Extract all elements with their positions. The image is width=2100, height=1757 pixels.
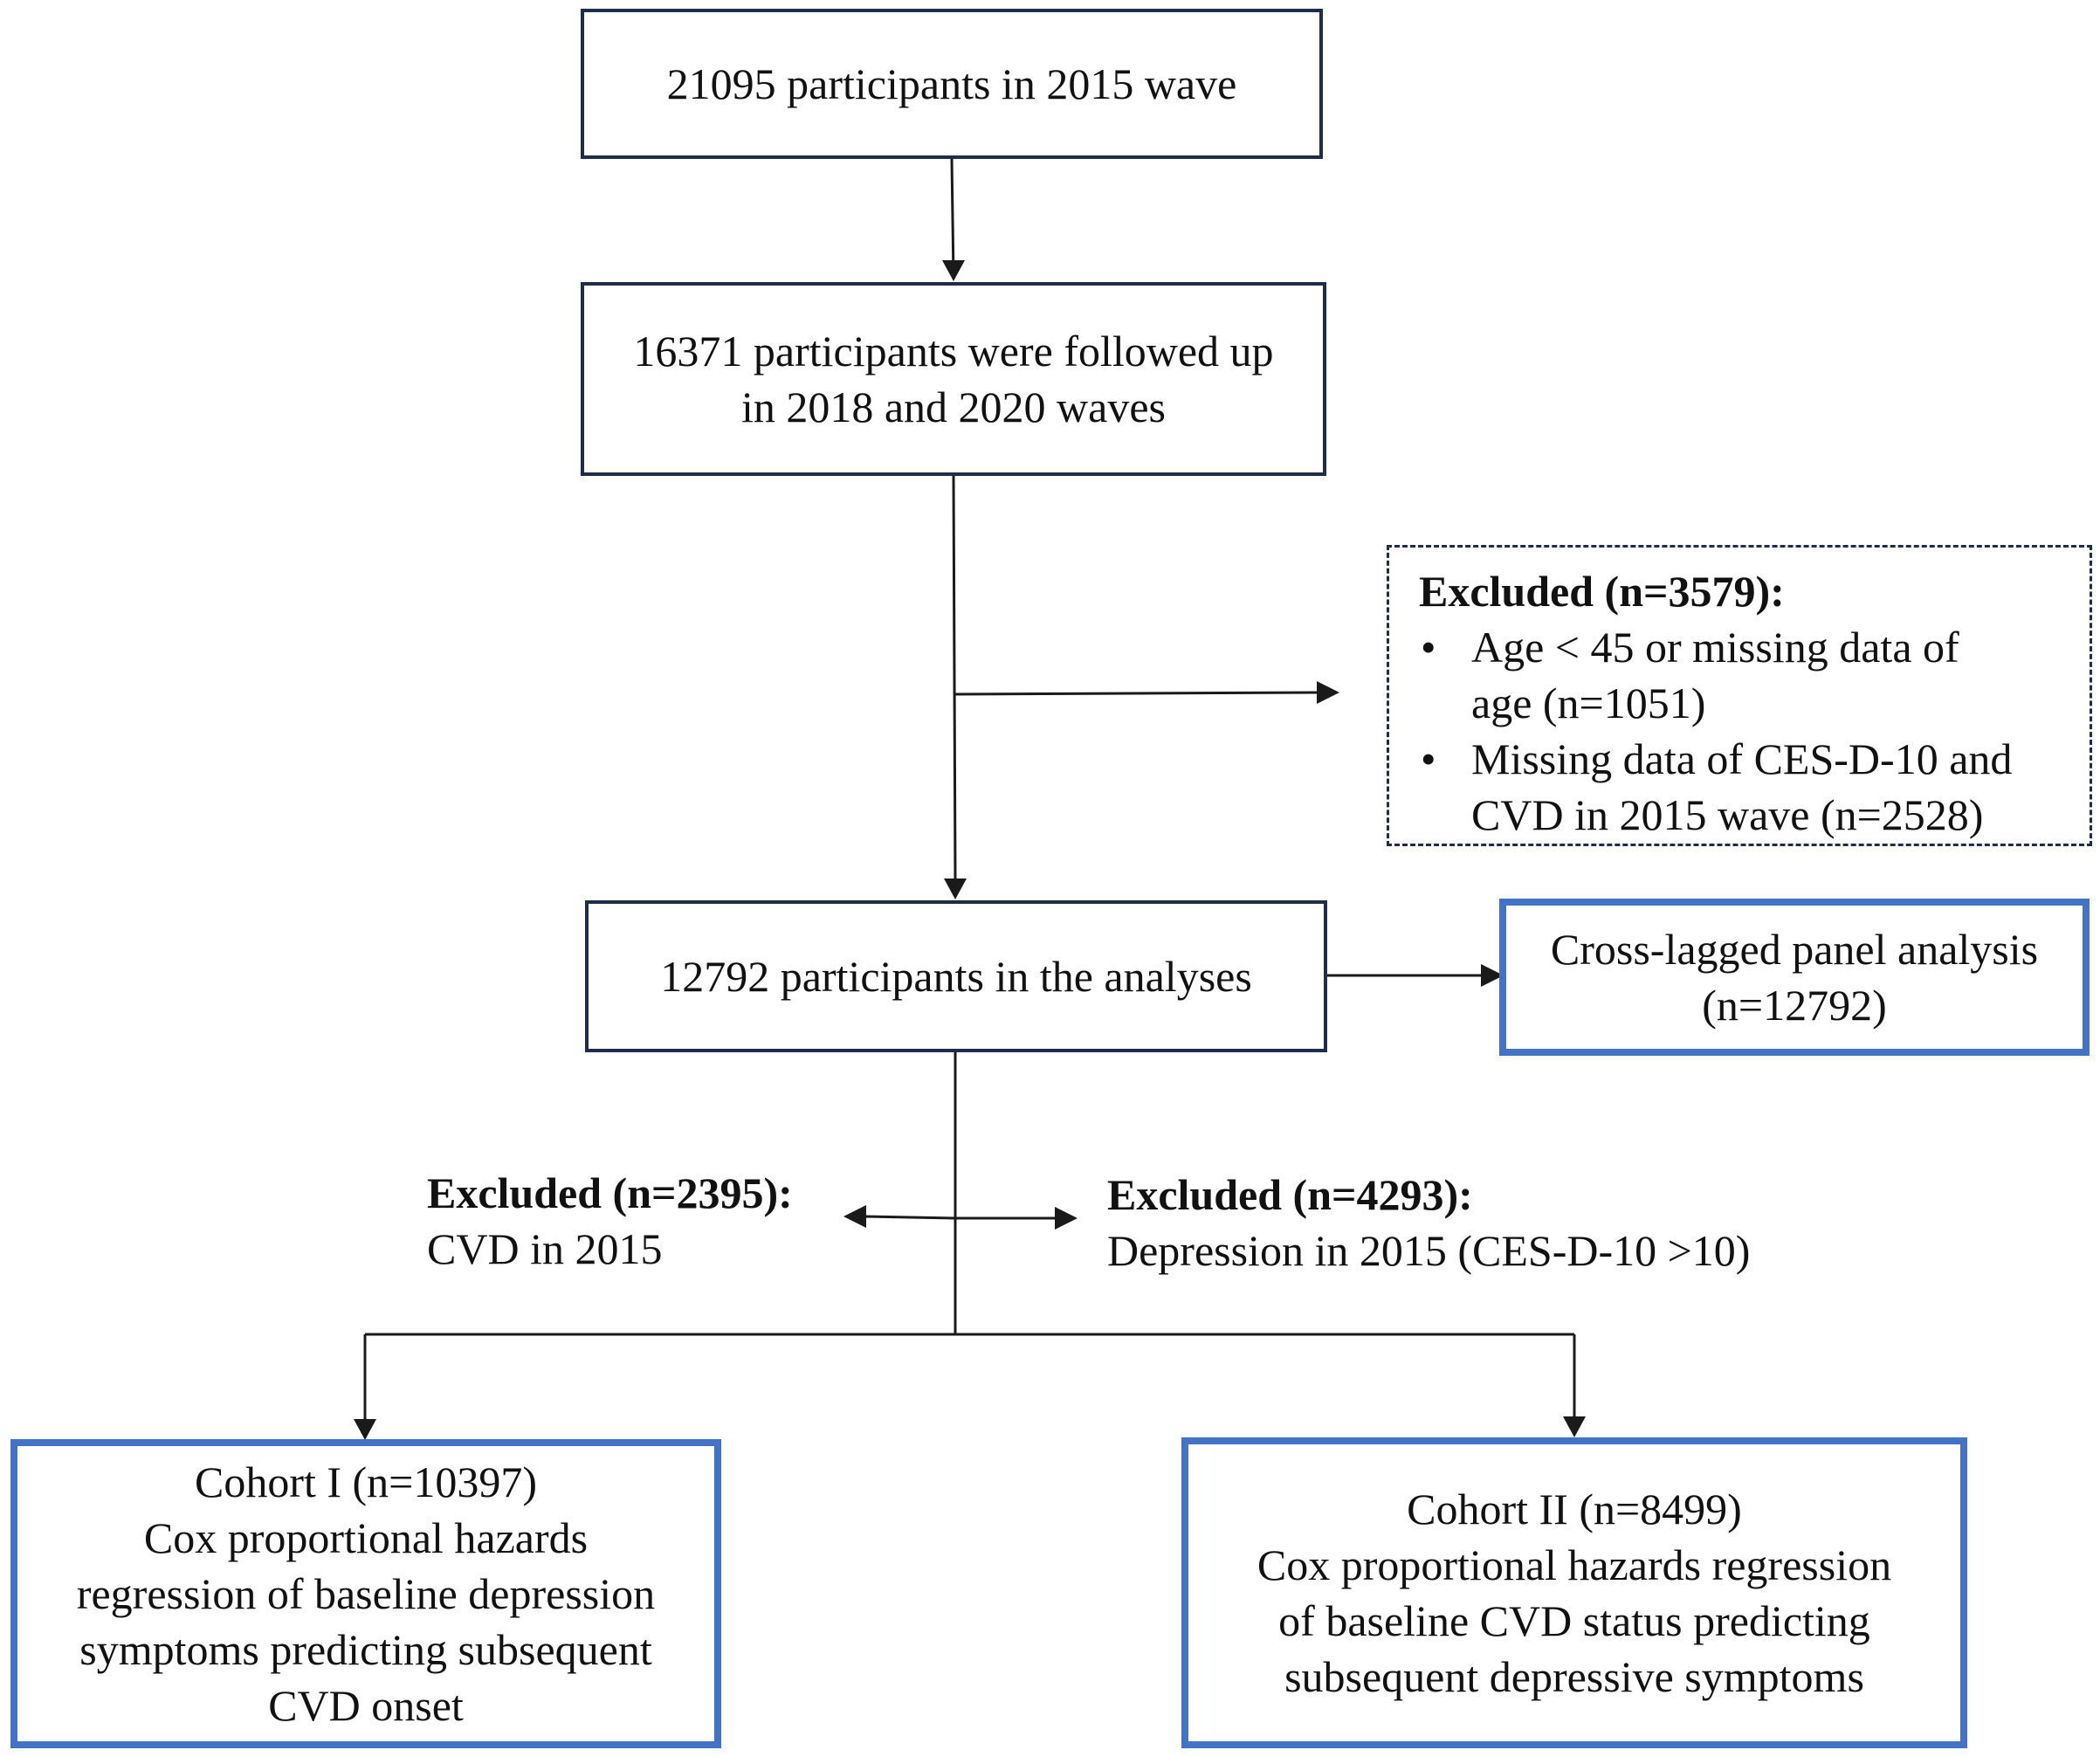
arrow-initial-to-followed [950, 158, 955, 279]
arrowhead-to-cohort2 [1563, 1416, 1586, 1437]
arrowhead-to-excluded-depression [1055, 1207, 1078, 1230]
excluded-first-bullet-2-line1: Missing data of CES-D-10 and [1471, 734, 2013, 783]
cohort2-line2: Cox proportional hazards regression [1257, 1540, 1892, 1589]
arrowhead-to-excluded-cvd [843, 1205, 866, 1228]
excluded-depression-label: Excluded (n=4293): Depression in 2015 (C… [1107, 1167, 1750, 1278]
excluded-first-bullet-2-line2: CVD in 2015 wave (n=2528) [1471, 790, 1984, 839]
excluded-first-bullet-1-line2: age (n=1051) [1471, 679, 1706, 727]
excluded-first-bullet-1: • Age < 45 or missing data of age (n=105… [1419, 619, 1959, 731]
cohort1-line4: symptoms predicting subsequent [79, 1625, 652, 1674]
cohort1-line2: Cox proportional hazards [143, 1513, 589, 1562]
arrow-to-excluded-first [953, 691, 1319, 696]
cohort2-box: Cohort II (n=8499) Cox proportional haza… [1181, 1437, 1967, 1748]
followed-up-line1: 16371 participants were followed up [633, 327, 1274, 376]
analyses-text: 12792 participants in the analyses [660, 952, 1252, 1001]
cross-lagged-line2: (n=12792) [1702, 981, 1887, 1030]
excluded-depression-heading: Excluded (n=4293): [1107, 1170, 1473, 1219]
arrowhead-to-cohort1 [354, 1419, 376, 1440]
arrowhead-initial-to-followed [942, 260, 965, 281]
bullet-dot: • [1421, 734, 1436, 783]
excluded-depression-text: Depression in 2015 (CES-D-10 >10) [1107, 1226, 1751, 1275]
arrowhead-to-cross-lagged [1481, 964, 1504, 987]
cohort1-line1: Cohort I (n=10397) [194, 1457, 538, 1506]
arrow-followed-to-analyses [952, 475, 957, 881]
arrowhead-to-excluded-first [1317, 681, 1339, 704]
excluded-first-bullet-2: • Missing data of CES-D-10 and CVD in 20… [1419, 731, 2012, 843]
cohort2-line1: Cohort II (n=8499) [1407, 1485, 1742, 1533]
excluded-first-bullet-1-line1: Age < 45 or missing data of [1471, 623, 1959, 672]
cross-lagged-line1: Cross-lagged panel analysis [1550, 925, 2039, 974]
initial-participants-text: 21095 participants in 2015 wave [666, 59, 1237, 108]
cohort1-box: Cohort I (n=10397) Cox proportional haza… [10, 1439, 721, 1748]
followed-up-line2: in 2018 and 2020 waves [740, 382, 1167, 431]
arrow-to-excluded-cvd [864, 1215, 956, 1220]
followed-up-box: 16371 participants were followed up in 2… [581, 282, 1326, 476]
cohort1-line5: CVD onset [268, 1681, 464, 1730]
initial-participants-box: 21095 participants in 2015 wave [581, 9, 1323, 159]
analyses-box: 12792 participants in the analyses [585, 900, 1327, 1052]
cross-lagged-box: Cross-lagged panel analysis (n=12792) [1499, 899, 2090, 1056]
excluded-cvd-label: Excluded (n=2395): CVD in 2015 [427, 1165, 793, 1277]
bullet-dot: • [1421, 623, 1436, 672]
excluded-cvd-text: CVD in 2015 [427, 1224, 663, 1273]
arrowhead-followed-to-analyses [944, 878, 967, 899]
excluded-cvd-heading: Excluded (n=2395): [427, 1168, 793, 1217]
cohort1-line3: regression of baseline depression [76, 1569, 656, 1618]
excluded-first-heading: Excluded (n=3579): [1419, 567, 1785, 616]
excluded-first-box: Excluded (n=3579): • Age < 45 or missing… [1387, 545, 2092, 846]
cohort2-line4: subsequent depressive symptoms [1284, 1652, 1864, 1701]
cohort2-line3: of baseline CVD status predicting [1278, 1596, 1870, 1645]
